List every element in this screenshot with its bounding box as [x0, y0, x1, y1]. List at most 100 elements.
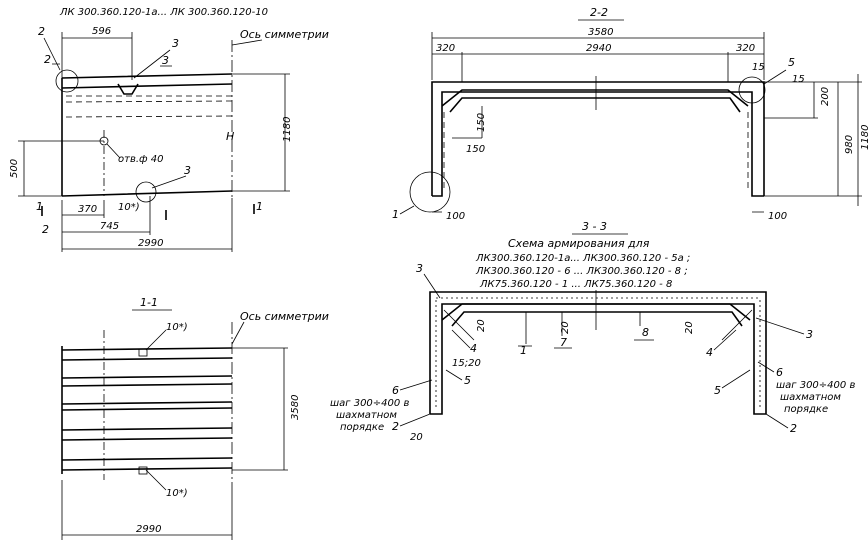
dim-15a: 15: [752, 62, 765, 73]
callout-3c: 3: [184, 164, 191, 177]
dim-100b: 100: [768, 211, 787, 222]
callout-4a: 4: [470, 342, 477, 355]
plan-top-edge: [61, 83, 233, 89]
insert-1: [138, 348, 148, 357]
dim-100a: 100: [446, 211, 465, 222]
c4a-leader: [451, 329, 471, 349]
plan-outline: [61, 73, 233, 197]
hole-label: отв.ф 40: [118, 154, 163, 165]
dim-1180: 1180: [282, 117, 293, 142]
dim-596-line: [61, 32, 133, 80]
dim-150-lines: [452, 106, 483, 139]
c4b-leader: [713, 329, 737, 351]
note-right-3: порядке: [784, 404, 828, 415]
note-right-1: шаг 300÷400 в: [776, 380, 855, 391]
callout-10b: 10*): [166, 488, 188, 499]
section-1b: 1: [256, 200, 263, 213]
dim-3580: 3580: [588, 27, 613, 38]
section-2c: 2: [42, 223, 49, 236]
c6a-leader: [399, 379, 433, 391]
callout-1-leader: [399, 205, 415, 215]
section-3-3: 3 - 3 Схема армирования для ЛК300.360.12…: [330, 220, 855, 443]
rebar-dots: [435, 297, 761, 410]
dim-2990-bottom: 2990: [136, 524, 161, 535]
c3a-leader: [423, 273, 441, 299]
section-dim-lines: [431, 32, 765, 82]
callout-10: 10*): [118, 202, 140, 213]
scheme-line-4: ЛК75.360.120 - 1 ... ЛК75.360.120 - 8: [479, 279, 672, 290]
section-inner: [449, 97, 741, 113]
dim-15-20: 15;20: [452, 358, 481, 369]
callout-8: 8: [642, 326, 649, 339]
callout-2b-rb: 2: [790, 422, 797, 435]
section-2-2: 2-2 3580 320 2940 320 15 15 200 980 1180…: [392, 6, 868, 222]
scheme-line-3: ЛК300.360.120 - 6 ... ЛК300.360.120 - 8 …: [475, 266, 688, 277]
dim-320b: 320: [736, 43, 755, 54]
callout-5a: 5: [464, 374, 471, 387]
dim-3580-left: 3580: [290, 395, 301, 420]
section-hidden: [443, 112, 749, 190]
section-1-1: 1-1 Ось симметрии 10*) 10*) 3580 2990: [61, 296, 329, 540]
dim-2990-lines: [61, 480, 233, 540]
dim-20d: 20: [410, 432, 423, 443]
scheme-line-1: Схема армирования для: [508, 237, 650, 250]
callout-3b: 3: [162, 54, 169, 67]
insert-leaders: [145, 329, 167, 491]
dim-2990: 2990: [138, 238, 163, 249]
dim-596: 596: [92, 26, 111, 37]
detail-circle: [55, 69, 79, 93]
dim-745: 745: [100, 221, 119, 232]
section-callout-5: 5: [788, 56, 795, 69]
c3b-leader: [755, 317, 805, 335]
section-detail-circle-1: [409, 171, 451, 213]
c5a-leader: [445, 369, 463, 381]
callout-3a: 3: [172, 37, 179, 50]
c2a-leader: [399, 413, 431, 427]
detail-circle-2: [135, 181, 157, 203]
dim-980: 980: [844, 135, 855, 154]
dim-1180r: 1180: [860, 125, 868, 150]
note-right-2: шахматном: [780, 392, 841, 403]
callout-5b: 5: [714, 384, 721, 397]
section-outline: [431, 81, 765, 197]
rebar-bends: [443, 309, 753, 341]
dim-15b: 15: [792, 74, 805, 85]
sym-axis-leader: [231, 321, 245, 345]
dim-20c: 20: [684, 321, 695, 334]
callout-2-leader: [43, 37, 61, 71]
axis-leader: [231, 39, 263, 46]
c2b-leader: [765, 413, 789, 429]
section-1a: 1: [36, 200, 43, 213]
section-haunch: [441, 89, 749, 107]
dim-20a: 20: [476, 319, 487, 332]
dim-2940: 2940: [586, 43, 611, 54]
callout-2a-rb: 2: [392, 420, 399, 433]
hole-leader: [106, 143, 121, 159]
callout-3-3b: 3: [806, 328, 813, 341]
note-left-3: порядке: [340, 422, 384, 433]
c1-leader: [518, 312, 532, 347]
callout-3-leader: [133, 49, 172, 79]
scheme-line-2: ЛК300.360.120-1а... ЛК300.360.120 - 5а ;: [475, 253, 690, 264]
callout-3c-leader: [151, 175, 187, 189]
section-detail-circle-5: [738, 76, 766, 104]
c8-leader: [634, 312, 654, 341]
dim-150b: 150: [466, 144, 485, 155]
note-left-2: шахматном: [336, 410, 397, 421]
callout-2b: 2: [44, 53, 51, 66]
callout-6a: 6: [392, 384, 399, 397]
dim-bottom-lines: [61, 196, 233, 252]
dim-320a: 320: [436, 43, 455, 54]
callout-10a: 10*): [166, 322, 188, 333]
section-1-1-axis-label: Ось симметрии: [240, 310, 329, 323]
plan-title: ЛК 300.360.120-1а... ЛК 300.360.120-10: [59, 7, 268, 18]
section-1-1-title: 1-1: [140, 296, 158, 309]
dim-500: 500: [9, 159, 20, 178]
dim-370: 370: [78, 204, 97, 215]
dim-150a: 150: [476, 113, 487, 132]
plan-view: ЛК 300.360.120-1а... ЛК 300.360.120-10 О…: [9, 7, 329, 252]
callout-6b: 6: [776, 366, 783, 379]
dim-1180-line: [232, 73, 290, 192]
section-2-2-title: 2-2: [590, 6, 608, 19]
